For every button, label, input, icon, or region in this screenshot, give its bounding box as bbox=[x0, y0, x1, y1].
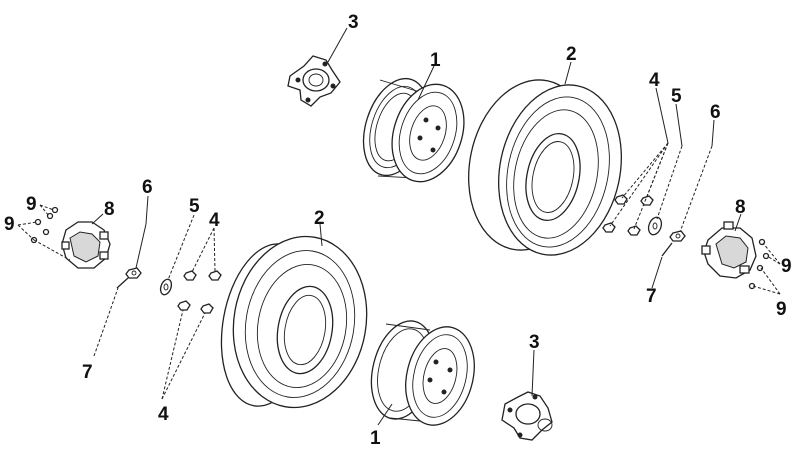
cotter-pin-left bbox=[116, 277, 129, 289]
lug-nuts-left bbox=[177, 270, 222, 314]
washer-left bbox=[159, 278, 173, 296]
callout-nut-left-bottom: 4 bbox=[158, 404, 169, 425]
callout-cover-right: 8 bbox=[735, 197, 746, 218]
callout-tire-lower: 2 bbox=[314, 208, 325, 229]
callout-washer-left: 5 bbox=[189, 196, 200, 217]
callout-nut-right: 4 bbox=[649, 70, 660, 91]
hub-cover-left bbox=[61, 221, 111, 269]
castle-nut-right bbox=[669, 230, 686, 242]
castle-nut-left bbox=[125, 267, 142, 279]
hub-lower bbox=[501, 391, 553, 441]
rim-lower bbox=[370, 320, 475, 426]
callouts: 3 1 2 4 5 6 8 9 9 7 9 9 8 6 5 4 7 4 2 1 … bbox=[4, 12, 792, 449]
tire-lower bbox=[220, 235, 368, 409]
callout-rim-upper: 1 bbox=[430, 50, 441, 71]
cotter-pin-right bbox=[661, 242, 673, 257]
callout-tire-upper: 2 bbox=[566, 44, 577, 65]
callout-nut-left-top: 4 bbox=[209, 210, 220, 231]
washer-right bbox=[647, 216, 663, 236]
callout-rim-lower: 1 bbox=[370, 428, 381, 449]
callout-screw-left-side: 9 bbox=[4, 214, 15, 235]
callout-hub-lower: 3 bbox=[529, 332, 540, 353]
callout-cover-left: 8 bbox=[104, 199, 115, 220]
callout-pin-left: 7 bbox=[82, 362, 93, 383]
hub-upper bbox=[287, 55, 341, 107]
callout-castle-nut-right: 6 bbox=[710, 102, 721, 123]
lug-nuts-right bbox=[602, 194, 654, 236]
callout-screw-left-top: 9 bbox=[26, 194, 37, 215]
leader-lines bbox=[17, 27, 781, 426]
callout-castle-nut-left: 6 bbox=[142, 177, 153, 198]
rim-upper bbox=[362, 77, 465, 183]
callout-pin-right: 7 bbox=[646, 286, 657, 307]
callout-screw-right-bottom: 9 bbox=[776, 299, 787, 320]
callout-screw-right-top: 9 bbox=[781, 256, 792, 277]
tire-upper bbox=[467, 79, 623, 256]
callout-hub-upper: 3 bbox=[348, 12, 359, 33]
hub-cover-right bbox=[701, 221, 757, 279]
callout-washer-right: 5 bbox=[671, 86, 682, 107]
